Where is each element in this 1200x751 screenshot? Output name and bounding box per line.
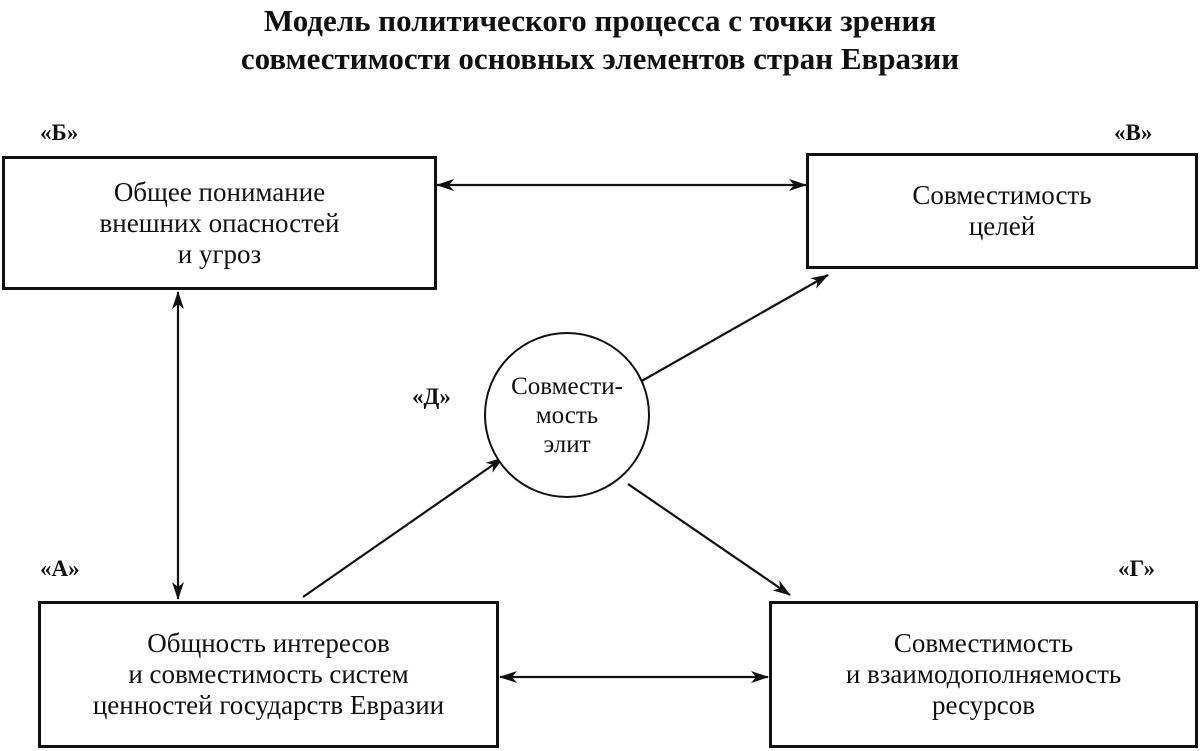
node-v-line-1: Совместимость	[912, 180, 1092, 210]
node-d-line-1: Совмести-	[511, 372, 623, 400]
node-b-tag: «Б»	[40, 120, 79, 145]
node-b-box: Общее понимание внешних опасностей и угр…	[2, 156, 437, 290]
node-v-line-2: целей	[968, 211, 1036, 241]
node-a-tag: «А»	[40, 556, 80, 581]
arrow-d-v	[639, 274, 829, 383]
node-b-line-2: внешних опасностей	[99, 207, 340, 238]
node-v-box: Совместимость целей	[806, 153, 1198, 269]
node-a-box: Общность интересов и совместимость систе…	[38, 601, 499, 748]
node-d-tag: «Д»	[412, 384, 451, 409]
diagram-title: Модель политического процесса с точки зр…	[0, 2, 1200, 78]
title-line-2: совместимости основных элементов стран Е…	[240, 41, 960, 76]
title-line-1: Модель политического процесса с точки зр…	[263, 3, 937, 38]
node-v-tag: «В»	[1114, 120, 1153, 145]
node-b-line-1: Общее понимание	[113, 176, 326, 207]
node-b-line-3: и угроз	[177, 238, 262, 269]
node-g-tag: «Г»	[1118, 556, 1156, 581]
arrow-a-d	[302, 457, 504, 598]
node-g-line-2: и взаимодополняемость	[845, 659, 1122, 689]
node-a-line-2: и совместимость систем	[128, 659, 409, 689]
node-g-box: Совместимость и взаимодополняемость ресу…	[769, 601, 1198, 748]
node-d-line-2: мость	[535, 401, 599, 429]
node-a-line-1: Общность интересов	[147, 628, 390, 658]
node-g-line-3: ресурсов	[931, 690, 1036, 720]
node-a-line-3: ценностей государств Евразии	[92, 690, 445, 720]
node-g-line-1: Совместимость	[893, 628, 1074, 658]
node-d-line-3: элит	[543, 430, 591, 458]
arrow-d-g	[627, 483, 791, 596]
node-d-circle: Совмести- мость элит	[484, 332, 650, 498]
